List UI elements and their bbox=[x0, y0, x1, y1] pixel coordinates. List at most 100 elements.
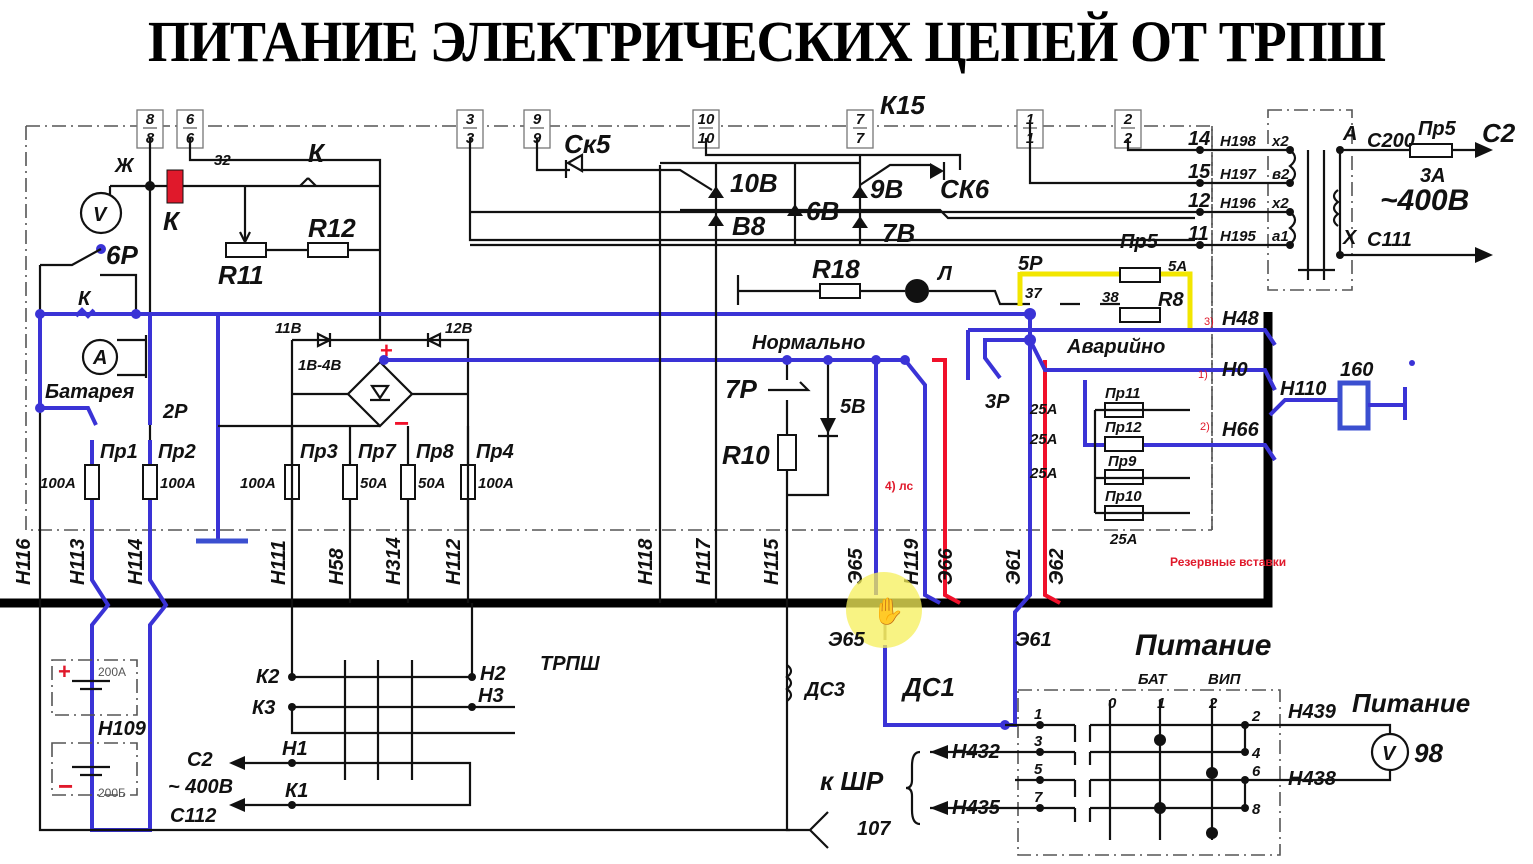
terminal-top-number: 2 bbox=[1123, 111, 1133, 128]
relay-k-coil bbox=[166, 169, 184, 204]
resistor-r18 bbox=[819, 283, 861, 299]
fuse-Пр7 bbox=[342, 464, 358, 500]
label-9b: 9В bbox=[870, 174, 903, 204]
fuse-rating: 100А bbox=[478, 475, 514, 492]
label-k2: К2 bbox=[256, 666, 279, 688]
fuse-rating: 50А bbox=[418, 475, 446, 492]
diode-block: Ск5 10В 6В 9В СК6 В8 7В bbox=[468, 129, 1195, 603]
coil-160 bbox=[1337, 380, 1371, 431]
label-38: 38 bbox=[1102, 289, 1119, 306]
switch-right-pin: 2 bbox=[1251, 708, 1261, 725]
fuse-name: Пр7 bbox=[358, 441, 397, 463]
fuse-name: Пр1 bbox=[100, 441, 138, 463]
label-bat: БАТ bbox=[1138, 671, 1168, 688]
switch-left-pin: 7 bbox=[1034, 789, 1043, 806]
label-pr5-left: Пр5 bbox=[1120, 231, 1159, 253]
label-10b: 10В bbox=[730, 168, 778, 198]
blue-path-left bbox=[35, 307, 1030, 832]
bus-wire-label: Н116 bbox=[13, 538, 35, 585]
switch-pos-0: 0 bbox=[1108, 695, 1117, 712]
label-trpsh: ТРПШ bbox=[540, 653, 600, 675]
label-6p: 6Р bbox=[106, 240, 138, 270]
label-200b: 200Б bbox=[98, 786, 126, 800]
fuse-name: Пр2 bbox=[158, 441, 196, 463]
dc-chokes: ДС3 ДС1 Э65 Э61 к ШР 107 ✋ bbox=[785, 572, 1052, 849]
label-h1: Н1 bbox=[282, 738, 308, 760]
label-pr9: Пр9 bbox=[1108, 453, 1137, 470]
label-h48: Н48 bbox=[1222, 308, 1260, 330]
switch-right-pin: 6 bbox=[1252, 763, 1261, 780]
label-sk5: Ск5 bbox=[564, 129, 611, 159]
fuse-name: Пр8 bbox=[416, 441, 455, 463]
bus-wire-label: Н113 bbox=[67, 539, 89, 585]
label-k-shr: к ШР bbox=[820, 766, 884, 796]
bus-wire-label: Н112 bbox=[443, 539, 465, 585]
battery-minus: − bbox=[58, 771, 73, 801]
label-c2-right: С2 bbox=[1482, 118, 1516, 148]
label-h432: Н432 bbox=[952, 741, 1000, 763]
left-section: V Ж К 32 К R12 R11 6Р К A Батарея 2Р bbox=[38, 138, 382, 530]
bus-wire-label: Н115 bbox=[761, 538, 783, 585]
cursor-highlight bbox=[846, 572, 922, 648]
marker-3: 3) bbox=[1204, 316, 1214, 328]
voltmeter-98-label: V bbox=[1382, 743, 1397, 765]
terminal-top-number: 8 bbox=[146, 111, 155, 128]
fuse-name: Пр4 bbox=[476, 441, 514, 463]
transformer: А Х С200 Пр5 С2 3А ~400В С111 bbox=[1028, 118, 1516, 280]
terminal-top-number: 9 bbox=[533, 111, 542, 128]
bus-wire-label: Н58 bbox=[326, 547, 348, 585]
label-k3: К3 bbox=[252, 697, 275, 719]
label-25a-3: 25А bbox=[1029, 465, 1058, 482]
label-lamp: Л bbox=[936, 263, 953, 285]
tap-pin: 11 bbox=[1188, 223, 1209, 245]
label-b8: В8 bbox=[732, 211, 766, 241]
bus-wire-label: Э65 bbox=[845, 548, 867, 585]
terminal-top-number: 6 bbox=[186, 111, 195, 128]
fuse-Пр8 bbox=[400, 464, 416, 500]
label-h109: Н109 bbox=[98, 718, 147, 740]
label-5p: 5Р bbox=[1018, 253, 1043, 275]
label-pitanie-meter: Питание bbox=[1352, 688, 1470, 718]
annotation-lc: 4) лс bbox=[885, 479, 913, 493]
switch-right-pin: 4 bbox=[1251, 745, 1261, 762]
terminal-top-number: 3 bbox=[466, 111, 475, 128]
switch-right-pin: 8 bbox=[1252, 801, 1261, 818]
voltmeter-icon bbox=[79, 191, 123, 235]
fuse-Пр2 bbox=[142, 464, 158, 500]
label-12b: 12В bbox=[445, 320, 473, 337]
trpsh-transformer: К2 К3 Н1 К1 Н2 Н3 С2 ~ 400В С112 ТРПШ bbox=[168, 603, 600, 827]
label-98: 98 bbox=[1414, 738, 1443, 768]
switch-left-pin: 3 bbox=[1034, 733, 1043, 750]
bus-wire-label: Н117 bbox=[693, 538, 715, 585]
label-25a-2: 25А bbox=[1029, 431, 1058, 448]
tap-wire: Н198 bbox=[1220, 133, 1257, 150]
reserve-fuses: Пр11 Пр12 Пр9 Пр10 25А Резервные вставки… bbox=[1093, 308, 1286, 569]
label-7b: 7В bbox=[882, 218, 915, 248]
label-k-contact: К bbox=[308, 138, 326, 168]
label-32: 32 bbox=[214, 152, 231, 169]
lamp-icon bbox=[905, 279, 929, 303]
label-c200: С200 bbox=[1367, 130, 1415, 152]
tap-wire: Н195 bbox=[1220, 228, 1257, 245]
label-emergency: Аварийно bbox=[1066, 336, 1165, 358]
switch-left-pin: 1 bbox=[1034, 706, 1042, 723]
tap-winding: а1 bbox=[1272, 228, 1289, 245]
label-e65-low: Э65 bbox=[828, 629, 865, 651]
bus-wire-label: Э62 bbox=[1046, 548, 1068, 585]
tap-wire: Н196 bbox=[1220, 195, 1257, 212]
label-5a: 5А bbox=[1168, 258, 1187, 275]
terminal-top-number: 1 bbox=[1026, 111, 1034, 128]
terminal-top-number: 7 bbox=[856, 111, 865, 128]
label-7p: 7Р bbox=[725, 374, 757, 404]
fuse-rating: 100А bbox=[240, 475, 276, 492]
label-c111: С111 bbox=[1367, 229, 1412, 251]
tap-wire: Н197 bbox=[1220, 166, 1257, 183]
bus-wire-label: Н114 bbox=[125, 539, 147, 585]
fuse-Пр1 bbox=[84, 464, 100, 500]
label-ds3: ДС3 bbox=[803, 679, 845, 701]
tap-pin: 14 bbox=[1188, 128, 1210, 150]
battery-plus: + bbox=[58, 659, 71, 684]
label-h2: Н2 bbox=[480, 663, 506, 685]
